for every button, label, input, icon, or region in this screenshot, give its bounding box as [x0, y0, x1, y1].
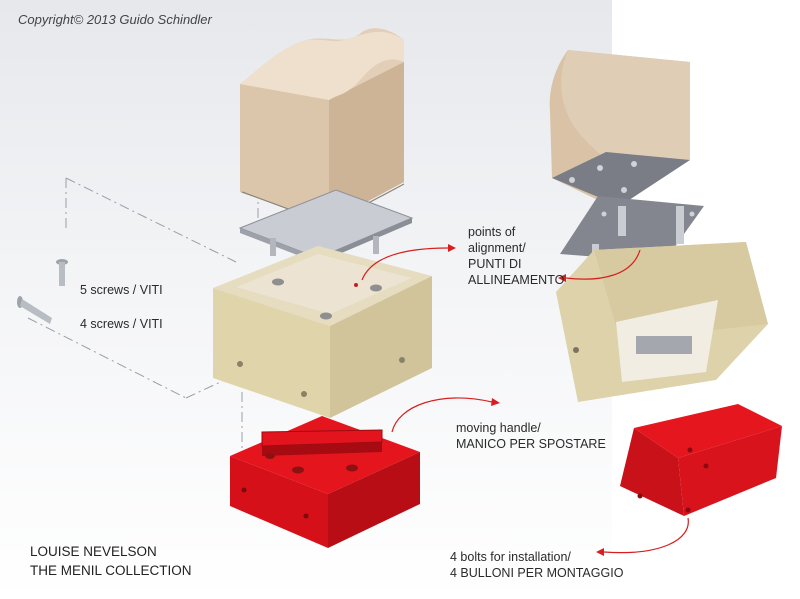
block-side-face — [329, 62, 404, 222]
box-inner-floor — [236, 254, 412, 314]
plywood-box-right — [556, 242, 768, 402]
base-side — [328, 452, 420, 548]
base-right-top — [634, 404, 782, 458]
bolt-hole — [621, 187, 627, 193]
label-line: MANICO PER SPOSTARE — [456, 437, 606, 451]
red-base-right — [620, 404, 782, 516]
label-4-screws: 4 screws / VITI — [80, 317, 163, 331]
pin — [373, 236, 379, 254]
base-right-front — [620, 428, 684, 516]
plate-edge-2 — [318, 218, 412, 263]
side-hole — [241, 487, 247, 493]
block-top-curve — [240, 31, 404, 100]
bolt-hole — [637, 493, 643, 499]
label-line: alignment/ — [468, 241, 526, 255]
label-line: ALLINEAMENTO — [468, 273, 565, 287]
credit-collection: THE MENIL COLLECTION — [30, 563, 192, 578]
plate-visible-inside — [636, 336, 692, 354]
arrowhead — [596, 548, 604, 556]
screw-hole — [272, 278, 284, 286]
bolt-hole — [689, 211, 695, 217]
leader-handle — [391, 397, 493, 433]
block-front-face-2 — [240, 84, 329, 222]
base-front — [230, 456, 328, 548]
box-side-face — [330, 276, 432, 418]
side-hole — [237, 361, 243, 367]
arrowhead — [558, 274, 566, 282]
screw-hole — [370, 284, 382, 292]
pin — [270, 238, 276, 256]
construction-line — [65, 177, 237, 263]
bolt-hole — [346, 464, 358, 472]
label-line: 4 bolts for installation/ — [450, 550, 571, 564]
leader-bolts — [603, 517, 689, 554]
arrowhead — [491, 398, 500, 406]
label-moving-handle: moving handle/ MANICO PER SPOSTARE — [456, 420, 606, 452]
artwork-credit: LOUISE NEVELSON THE MENIL COLLECTION — [30, 542, 192, 580]
bolt-hole — [685, 507, 691, 513]
leader-arrowheads — [448, 244, 604, 556]
leader-alignment-right — [565, 249, 641, 280]
label-line: 4 BULLONI PER MONTAGGIO — [450, 566, 624, 580]
bolt-hole — [597, 165, 603, 171]
side-hole — [573, 347, 579, 353]
bolt-hole — [687, 447, 693, 453]
alignment-point — [354, 283, 358, 287]
base-right-side — [678, 426, 782, 516]
label-line: points of — [468, 225, 516, 239]
bolt-hole — [631, 161, 637, 167]
copyright-notice: Copyright© 2013 Guido Schindler — [18, 12, 212, 27]
pin — [676, 206, 684, 244]
credit-artist: LOUISE NEVELSON — [30, 544, 157, 559]
label-bolts: 4 bolts for installation/ 4 BULLONI PER … — [450, 549, 623, 581]
bolt-hole — [601, 211, 607, 217]
plywood-box-left — [213, 246, 432, 418]
bolt-hole — [703, 463, 709, 469]
block-right-front — [561, 50, 690, 172]
bolt-hole — [292, 466, 304, 474]
screw-shank — [59, 262, 65, 286]
screw-hole — [320, 312, 332, 320]
label-alignment: points of alignment/ PUNTI DI ALLINEAMEN… — [468, 224, 564, 288]
block-right-plate — [552, 152, 690, 206]
label-5-screws: 5 screws / VITI — [80, 283, 163, 297]
construction-line — [27, 317, 187, 399]
label-line: moving handle/ — [456, 421, 541, 435]
screw-shank — [20, 299, 52, 324]
leader-alignment-left — [361, 247, 449, 281]
moving-handle-bar-edge — [262, 442, 382, 456]
arrowhead — [448, 244, 456, 252]
bolt-hole — [569, 177, 575, 183]
pin — [618, 206, 626, 236]
screws — [17, 259, 68, 324]
red-base-left — [230, 416, 420, 548]
leader-lines — [361, 247, 689, 554]
sculpture-block-left — [240, 28, 405, 225]
label-line: PUNTI DI — [468, 257, 522, 271]
sculpture-block-right — [549, 50, 690, 206]
box-right-frame — [594, 242, 768, 340]
box-front-face — [213, 288, 330, 418]
side-hole — [399, 357, 405, 363]
side-hole — [303, 513, 309, 519]
bolt-hole — [265, 453, 275, 459]
side-hole — [301, 391, 307, 397]
